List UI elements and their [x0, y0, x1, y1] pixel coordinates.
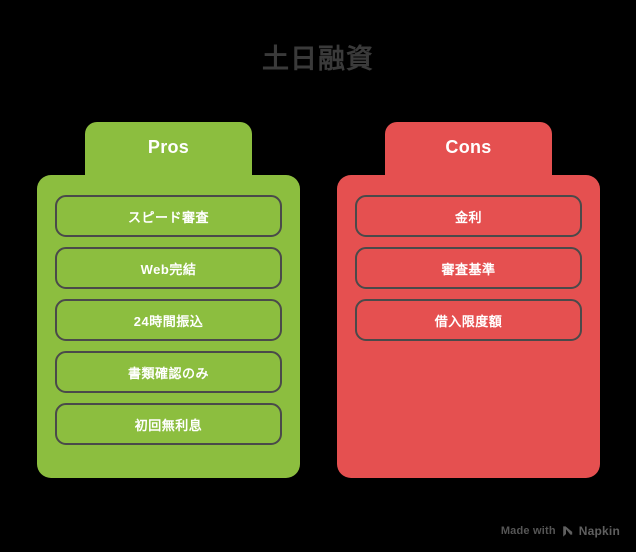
watermark-brand-label: Napkin	[578, 524, 620, 538]
watermark-made-with-label: Made with	[500, 525, 556, 537]
napkin-watermark[interactable]: Made with Napkin	[501, 524, 620, 538]
list-item-label: 金利	[454, 209, 482, 225]
list-item[interactable]: 24時間振込	[55, 299, 282, 341]
list-item[interactable]: 初回無利息	[55, 403, 282, 445]
item-list-cons: 金利 審査基準 借入限度額	[355, 195, 582, 341]
column-header-label-pros: Pros	[147, 137, 190, 157]
page-title: 土日融資	[262, 44, 374, 74]
list-item-label: 書類確認のみ	[127, 365, 209, 381]
list-item-label: 借入限度額	[434, 313, 503, 329]
list-item-label: Web完結	[140, 261, 197, 277]
list-item[interactable]: 審査基準	[355, 247, 582, 289]
list-item-label: 24時間振込	[133, 313, 204, 329]
list-item[interactable]: 借入限度額	[355, 299, 582, 341]
column-body-pros: スピード審査 Web完結 24時間振込 書類確認のみ 初回無利息	[37, 175, 300, 478]
list-item-label: 初回無利息	[134, 417, 203, 433]
column-cons: Cons 金利 審査基準 借入限度額	[337, 122, 600, 478]
item-list-pros: スピード審査 Web完結 24時間振込 書類確認のみ 初回無利息	[55, 195, 282, 445]
list-item[interactable]: Web完結	[55, 247, 282, 289]
napkin-play-logo-icon	[561, 525, 574, 538]
list-item[interactable]: 金利	[355, 195, 582, 237]
list-item-label: 審査基準	[441, 261, 496, 277]
column-body-cons: 金利 審査基準 借入限度額	[337, 175, 600, 478]
column-header-label-cons: Cons	[445, 137, 492, 157]
column-pros: Pros スピード審査 Web完結 24時間振込 書類確認のみ 初回無利息	[37, 122, 300, 478]
list-item[interactable]: スピード審査	[55, 195, 282, 237]
list-item-label: スピード審査	[127, 209, 209, 225]
list-item[interactable]: 書類確認のみ	[55, 351, 282, 393]
